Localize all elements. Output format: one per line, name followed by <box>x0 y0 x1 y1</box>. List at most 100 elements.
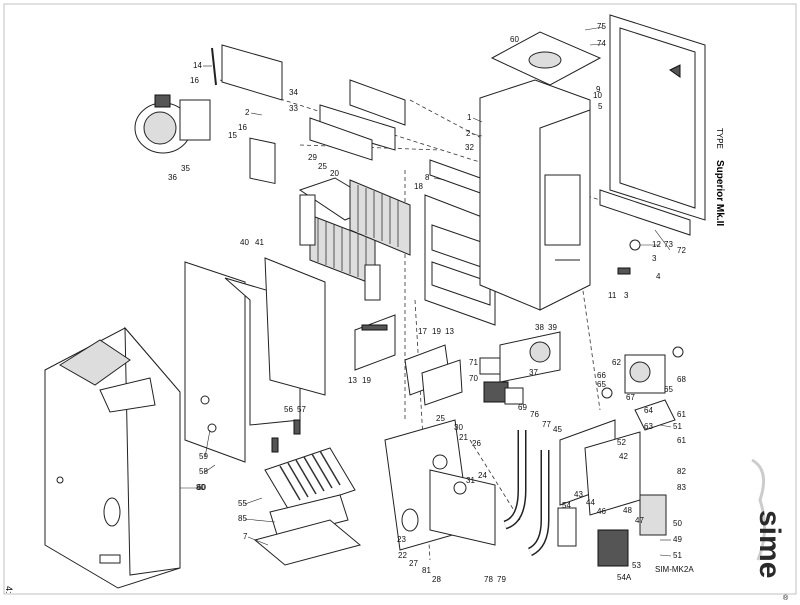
callout-36: 36 <box>168 173 177 182</box>
callout-71: 71 <box>469 358 478 367</box>
callout-4: 4 <box>656 272 661 281</box>
callout-12: 12 <box>652 240 661 249</box>
inspection-plate <box>354 314 396 371</box>
callout-70: 70 <box>469 374 478 383</box>
callout-21: 21 <box>459 433 468 442</box>
callout-44: 44 <box>586 498 595 507</box>
callout-59: 59 <box>199 452 208 461</box>
callout-30: 30 <box>454 423 463 432</box>
callout-83: 83 <box>677 483 686 492</box>
callout-16a: 16 <box>190 76 199 85</box>
ignition-electrodes <box>271 419 301 453</box>
drawing-reference: SIM-MK2A <box>655 565 694 574</box>
callout-55: 55 <box>238 499 247 508</box>
callout-25b: 25 <box>436 414 445 423</box>
callout-69: 69 <box>518 403 527 412</box>
heat-exchanger <box>298 177 411 301</box>
callout-13b: 13 <box>445 327 454 336</box>
callout-22: 22 <box>398 551 407 560</box>
callout-64: 64 <box>644 406 653 415</box>
callout-31: 31 <box>466 476 475 485</box>
callout-78: 78 <box>484 575 493 584</box>
callout-18: 18 <box>414 182 423 191</box>
callout-45: 45 <box>553 425 562 434</box>
callout-27: 27 <box>409 559 418 568</box>
callout-60a: 60 <box>510 35 519 44</box>
callout-9: 9 <box>596 85 601 94</box>
callout-14: 14 <box>193 61 202 70</box>
callout-81: 81 <box>422 566 431 575</box>
callout-39: 39 <box>548 323 557 332</box>
flow-pipes <box>503 430 550 557</box>
callout-26: 26 <box>472 439 481 448</box>
callout-35: 35 <box>181 164 190 173</box>
callout-62: 62 <box>612 358 621 367</box>
callout-43: 43 <box>574 490 583 499</box>
top-bracket-plate <box>211 44 283 185</box>
control-panel-electronics <box>557 419 667 567</box>
callout-67: 67 <box>626 393 635 402</box>
callout-82: 82 <box>677 467 686 476</box>
callout-72: 72 <box>677 246 686 255</box>
callout-76: 76 <box>530 410 539 419</box>
callout-80: 80 <box>196 483 205 492</box>
callout-23: 23 <box>397 535 406 544</box>
callout-68: 68 <box>677 375 686 384</box>
callout-3a: 3 <box>652 254 657 263</box>
callout-54: 54 <box>562 501 571 510</box>
pressure-switch <box>499 331 561 383</box>
type-label: TYPE <box>715 128 724 149</box>
insulation-strips <box>309 79 406 161</box>
callout-52: 52 <box>617 438 626 447</box>
gas-manifold <box>384 419 496 551</box>
callout-57: 57 <box>297 405 306 414</box>
callout-24: 24 <box>478 471 487 480</box>
side-panel <box>184 261 246 463</box>
callout-41: 41 <box>255 238 264 247</box>
leader-lines <box>180 26 672 557</box>
insulation-panel <box>224 257 326 426</box>
callout-15: 15 <box>228 131 237 140</box>
callout-32: 32 <box>465 143 474 152</box>
callout-37: 37 <box>529 368 538 377</box>
callout-2a: 2 <box>466 129 471 138</box>
circulating-pump <box>601 346 684 431</box>
callout-48: 48 <box>623 506 632 515</box>
callout-11: 11 <box>608 291 617 300</box>
callout-40: 40 <box>240 238 249 247</box>
callout-labels: 1 2 2 3 3 4 5 7 8 9 10 11 12 13 13 14 15… <box>168 22 694 584</box>
callout-77: 77 <box>542 420 551 429</box>
model-title: Superior Mk.II <box>714 160 725 226</box>
callout-16b: 16 <box>238 123 247 132</box>
rear-frame <box>599 14 706 236</box>
callout-85: 85 <box>238 514 247 523</box>
callout-2b: 2 <box>245 108 250 117</box>
callout-19a: 19 <box>362 376 371 385</box>
callout-5: 5 <box>598 102 603 111</box>
callout-25a: 25 <box>318 162 327 171</box>
callout-75: 75 <box>597 22 606 31</box>
callout-60b: 60 <box>197 483 206 492</box>
callout-20: 20 <box>330 169 339 178</box>
callout-73: 73 <box>664 240 673 249</box>
callout-56: 56 <box>284 405 293 414</box>
burner-plates <box>404 344 463 406</box>
callout-61b: 61 <box>677 436 686 445</box>
callout-61a: 61 <box>677 410 686 419</box>
callout-38: 38 <box>535 323 544 332</box>
callout-63: 63 <box>644 422 653 431</box>
callout-51a: 51 <box>673 422 682 431</box>
callout-29: 29 <box>308 153 317 162</box>
callout-42: 42 <box>619 452 628 461</box>
callout-1: 1 <box>467 113 472 122</box>
brand-logo: sime ® <box>751 458 789 602</box>
callout-47: 47 <box>635 516 644 525</box>
callout-79: 79 <box>497 575 506 584</box>
callout-50: 50 <box>673 519 682 528</box>
gas-valve-block <box>479 357 524 405</box>
callout-65a: 65 <box>597 380 606 389</box>
callout-33: 33 <box>289 104 298 113</box>
callout-13a: 13 <box>348 376 357 385</box>
